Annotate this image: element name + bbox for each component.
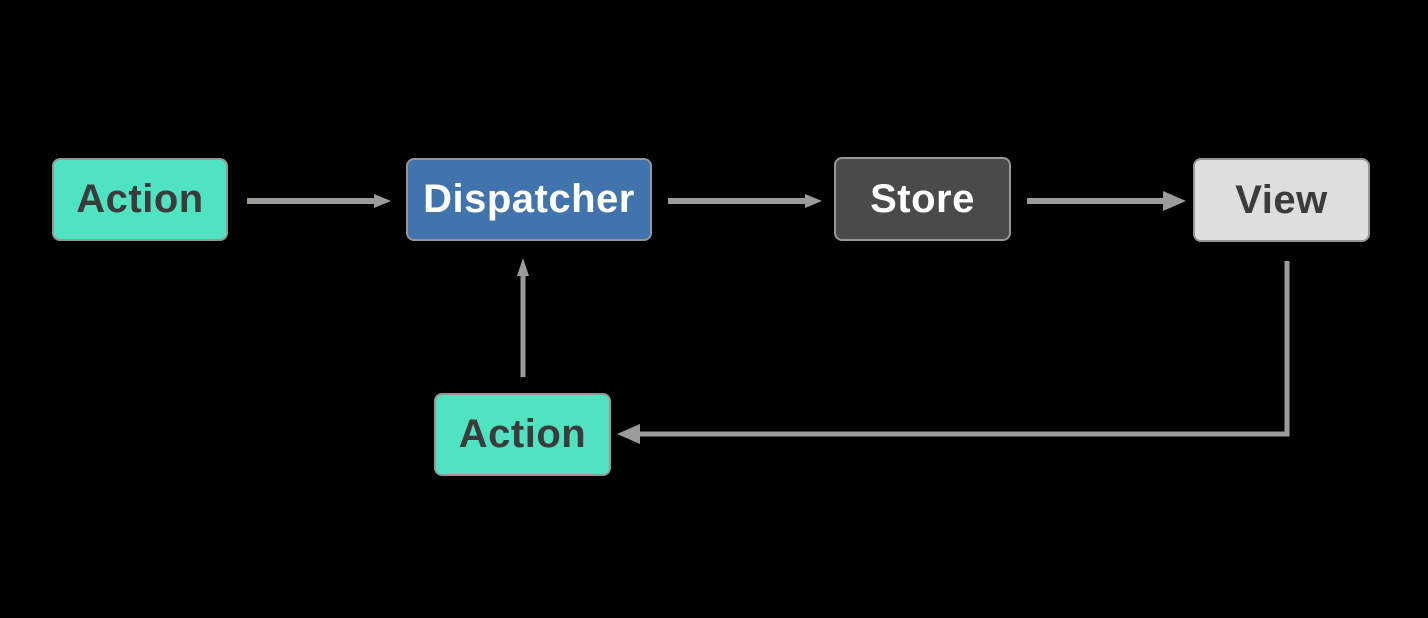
arrow-view-to-action xyxy=(617,261,1290,444)
arrow-action-to-dispatcher xyxy=(247,194,391,208)
node-dispatcher: Dispatcher xyxy=(406,158,652,241)
arrow-action-to-dispatcher-vertical xyxy=(517,258,529,377)
node-action-bottom: Action xyxy=(434,393,611,476)
node-store: Store xyxy=(834,157,1011,241)
arrow-store-to-view xyxy=(1027,191,1186,211)
arrow-dispatcher-to-store xyxy=(668,194,822,208)
node-action-top: Action xyxy=(52,158,228,241)
node-view: View xyxy=(1193,158,1370,242)
